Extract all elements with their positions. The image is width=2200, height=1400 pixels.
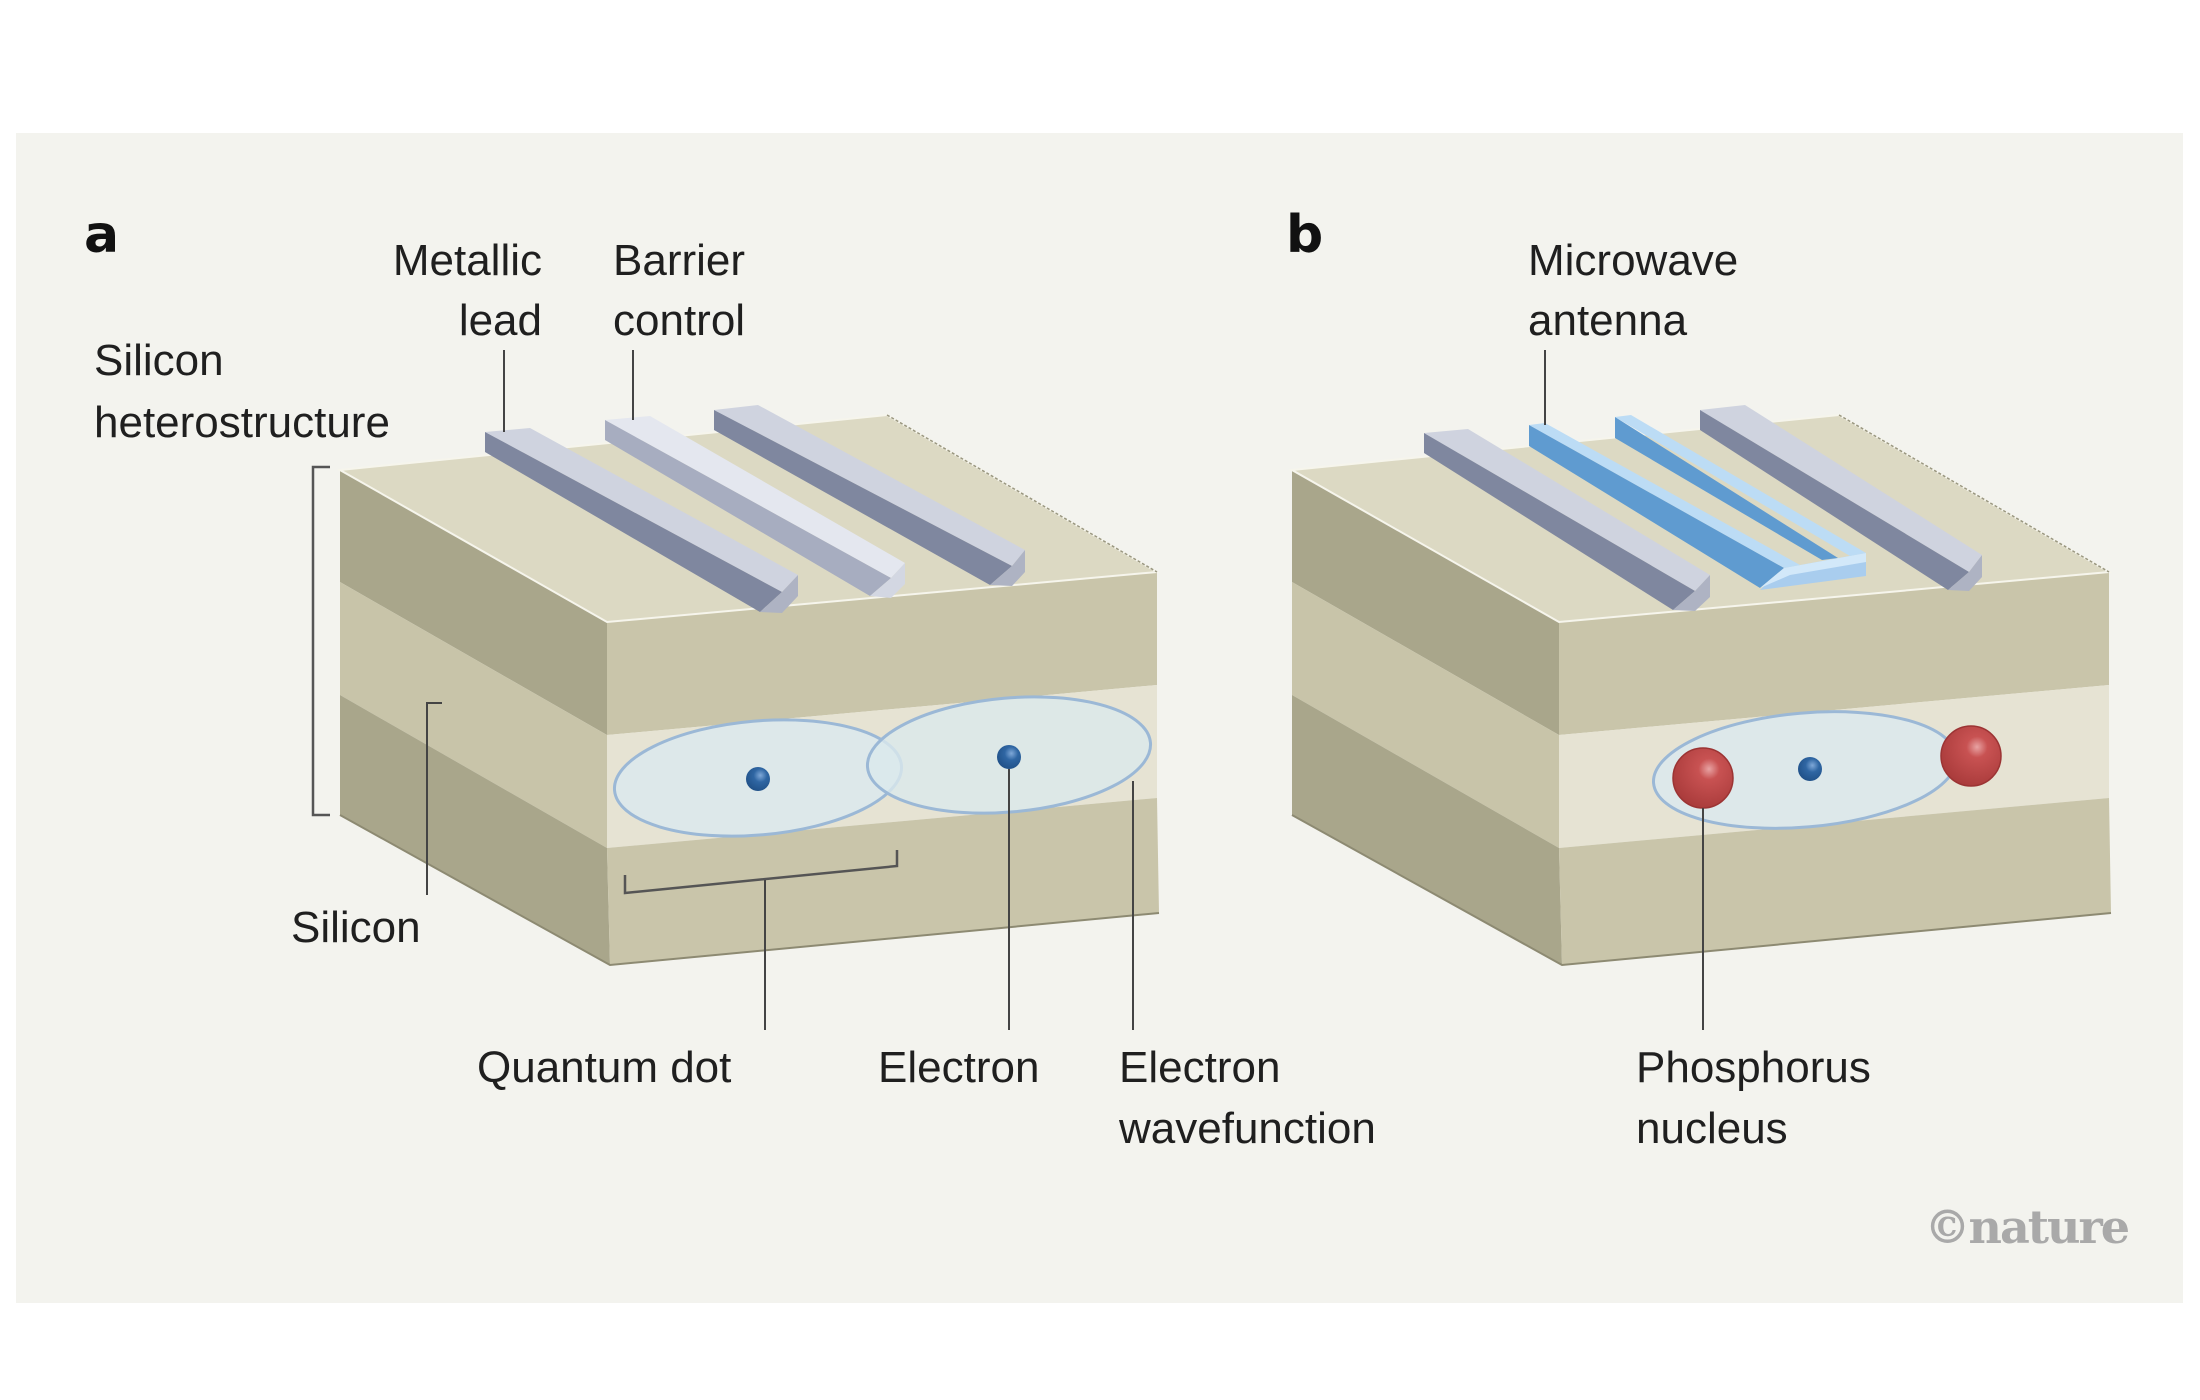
panel-b: b bbox=[1286, 205, 2113, 1153]
panel-b-letter: b bbox=[1286, 205, 1323, 265]
quantum-dot-bracket bbox=[623, 850, 899, 895]
left-face-heterostructure-layer bbox=[1292, 582, 1559, 848]
electron-wavefunction-label-line1: Electron bbox=[1119, 1043, 1280, 1092]
microwave-antenna-label-line2: antenna bbox=[1528, 296, 1688, 345]
heterostructure-bracket bbox=[311, 465, 330, 817]
electron bbox=[997, 745, 1021, 769]
microwave-antenna bbox=[1529, 415, 1866, 590]
electron-label: Electron bbox=[878, 1043, 1039, 1092]
metallic-lead-b-right bbox=[1700, 405, 1982, 591]
silicon-leader bbox=[426, 702, 442, 895]
panel-a: a bbox=[84, 205, 1376, 1153]
metal-leads-a bbox=[485, 405, 1025, 613]
front-face-bottom-layer bbox=[1559, 798, 2111, 965]
phosphorus-nucleus-left bbox=[1672, 747, 1734, 809]
metallic-lead-label-line2: lead bbox=[459, 296, 542, 345]
front-face-bottom-layer bbox=[607, 798, 1159, 965]
phosphorus-nucleus-label-line2: nucleus bbox=[1636, 1104, 1788, 1153]
block-bottom-edge bbox=[1291, 814, 2112, 967]
microwave-antenna-label-line1: Microwave bbox=[1528, 236, 1738, 285]
block-edge bbox=[1838, 414, 2110, 573]
electron-wavefunction-label-line2: wavefunction bbox=[1118, 1104, 1376, 1153]
barrier-control-gate bbox=[605, 416, 905, 598]
front-face-top-layer bbox=[1559, 572, 2109, 735]
silicon-label: Silicon bbox=[291, 903, 421, 952]
barrier-control-label-line2: control bbox=[613, 296, 745, 345]
metallic-lead-2 bbox=[714, 405, 1025, 586]
block-edge bbox=[886, 414, 1158, 573]
left-face-top-layer bbox=[1292, 470, 1559, 735]
silicon-heterostructure-label-line2: heterostructure bbox=[94, 398, 390, 447]
metallic-lead bbox=[485, 428, 798, 613]
left-face-heterostructure-layer bbox=[340, 582, 607, 848]
electron-left bbox=[746, 767, 770, 791]
front-face-top-layer bbox=[607, 572, 1157, 735]
electron-b bbox=[1798, 757, 1822, 781]
panel-a-letter: a bbox=[84, 205, 119, 265]
metallic-lead-label-line1: Metallic bbox=[393, 236, 542, 285]
silicon-heterostructure-label-line1: Silicon bbox=[94, 336, 224, 385]
left-face-top-layer bbox=[340, 470, 607, 735]
left-face-bottom-layer bbox=[340, 695, 610, 965]
phosphorus-nucleus-label-line1: Phosphorus bbox=[1636, 1043, 1871, 1092]
block-bottom-edge bbox=[339, 814, 1160, 967]
metallic-lead-b-left bbox=[1424, 429, 1710, 611]
barrier-control-label-line1: Barrier bbox=[613, 236, 745, 285]
nature-credit: ©nature bbox=[1925, 1200, 2129, 1254]
left-face-bottom-layer bbox=[1292, 695, 1562, 965]
gates-b bbox=[1424, 405, 1982, 611]
phosphorus-nucleus-right bbox=[1940, 725, 2002, 787]
quantum-dot-label: Quantum dot bbox=[477, 1043, 731, 1092]
